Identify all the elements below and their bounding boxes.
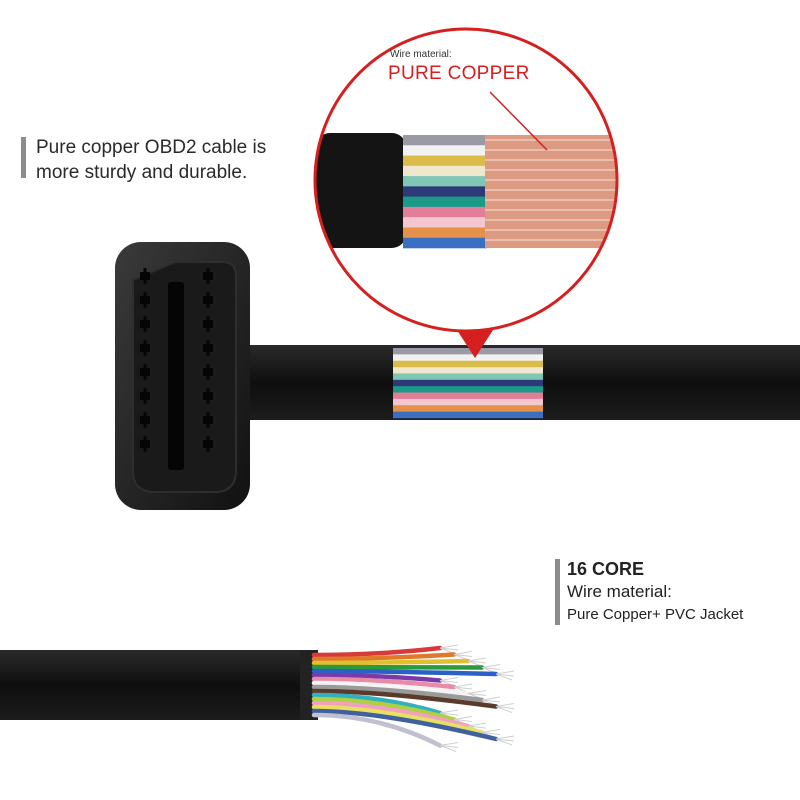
fan-wire bbox=[311, 668, 499, 677]
wire-strands bbox=[439, 742, 459, 752]
fan-wire bbox=[311, 645, 443, 658]
wire-band bbox=[403, 237, 487, 249]
wire-band bbox=[403, 165, 487, 177]
wire-band bbox=[403, 176, 487, 187]
magnified-wire-bands bbox=[403, 135, 487, 249]
fan-wire bbox=[311, 696, 457, 722]
pin bbox=[143, 340, 147, 356]
wire-band bbox=[393, 405, 543, 412]
copper-strands bbox=[485, 139, 616, 241]
wire-strands bbox=[495, 670, 515, 681]
pin bbox=[143, 436, 147, 452]
pin bbox=[206, 436, 210, 452]
wire-band bbox=[403, 135, 487, 146]
wire-band bbox=[393, 354, 543, 362]
wire-band bbox=[403, 217, 487, 228]
left-caption-bar bbox=[21, 137, 26, 178]
fan-wire bbox=[311, 672, 443, 683]
fan-wire bbox=[311, 708, 499, 742]
wire-band bbox=[393, 379, 543, 387]
pin bbox=[206, 388, 210, 404]
wire-band bbox=[393, 367, 543, 374]
left-caption: Pure copper OBD2 cable is more sturdy an… bbox=[36, 135, 266, 185]
core-material-label: Wire material: bbox=[567, 582, 672, 601]
wire-band bbox=[403, 186, 487, 197]
wire-band bbox=[393, 411, 543, 419]
fan-wire bbox=[311, 652, 457, 662]
connector-pins bbox=[140, 268, 213, 452]
wire-band bbox=[393, 386, 543, 393]
wire-band bbox=[403, 206, 487, 218]
wire-strands bbox=[495, 735, 515, 746]
pin bbox=[143, 388, 147, 404]
left-caption-line1: Pure copper OBD2 cable is bbox=[36, 137, 267, 158]
left-caption-line2: more sturdy and durable. bbox=[36, 162, 248, 183]
fan-wire bbox=[311, 692, 443, 716]
fan-wire bbox=[311, 688, 499, 709]
fanned-wires bbox=[311, 644, 515, 752]
pin bbox=[206, 364, 210, 380]
pin bbox=[143, 316, 147, 332]
wire-strands bbox=[495, 703, 515, 713]
pin bbox=[206, 340, 210, 356]
fan-wire bbox=[311, 664, 485, 670]
bottom-cable bbox=[0, 650, 318, 720]
wire-band bbox=[393, 392, 543, 400]
core-title: 16 CORE bbox=[567, 559, 645, 579]
magnifier-pointer bbox=[457, 330, 493, 358]
fan-wire bbox=[311, 684, 485, 703]
pin bbox=[143, 292, 147, 308]
pin bbox=[206, 292, 210, 308]
fan-wire bbox=[311, 676, 457, 690]
magnifier-label: Wire material: bbox=[390, 49, 452, 60]
fan-wire bbox=[311, 700, 471, 729]
cable-exposed-wires bbox=[393, 348, 543, 419]
wire-band bbox=[403, 196, 487, 208]
core-material-value: Pure Copper+ PVC Jacket bbox=[567, 606, 744, 623]
pin bbox=[143, 412, 147, 428]
wire-band bbox=[403, 155, 487, 167]
core-caption: 16 CORE Wire material: Pure Copper+ PVC … bbox=[567, 557, 743, 627]
magnifier-title: PURE COPPER bbox=[388, 63, 530, 84]
fan-wire bbox=[311, 704, 485, 735]
fan-wire bbox=[311, 712, 443, 748]
core-caption-bar bbox=[555, 559, 560, 625]
wire-band bbox=[403, 227, 487, 239]
wire-band bbox=[393, 398, 543, 406]
wire-band bbox=[393, 373, 543, 381]
fan-wire bbox=[311, 658, 471, 666]
pin bbox=[206, 316, 210, 332]
fan-wire bbox=[311, 680, 471, 696]
pin bbox=[206, 412, 210, 428]
wire-band bbox=[403, 145, 487, 156]
pin bbox=[206, 268, 210, 284]
wire-band bbox=[393, 360, 543, 368]
wire-band bbox=[393, 348, 543, 355]
pin bbox=[143, 268, 147, 284]
pin bbox=[143, 364, 147, 380]
magnifier-circle bbox=[313, 27, 619, 333]
obd2-connector bbox=[115, 242, 250, 510]
